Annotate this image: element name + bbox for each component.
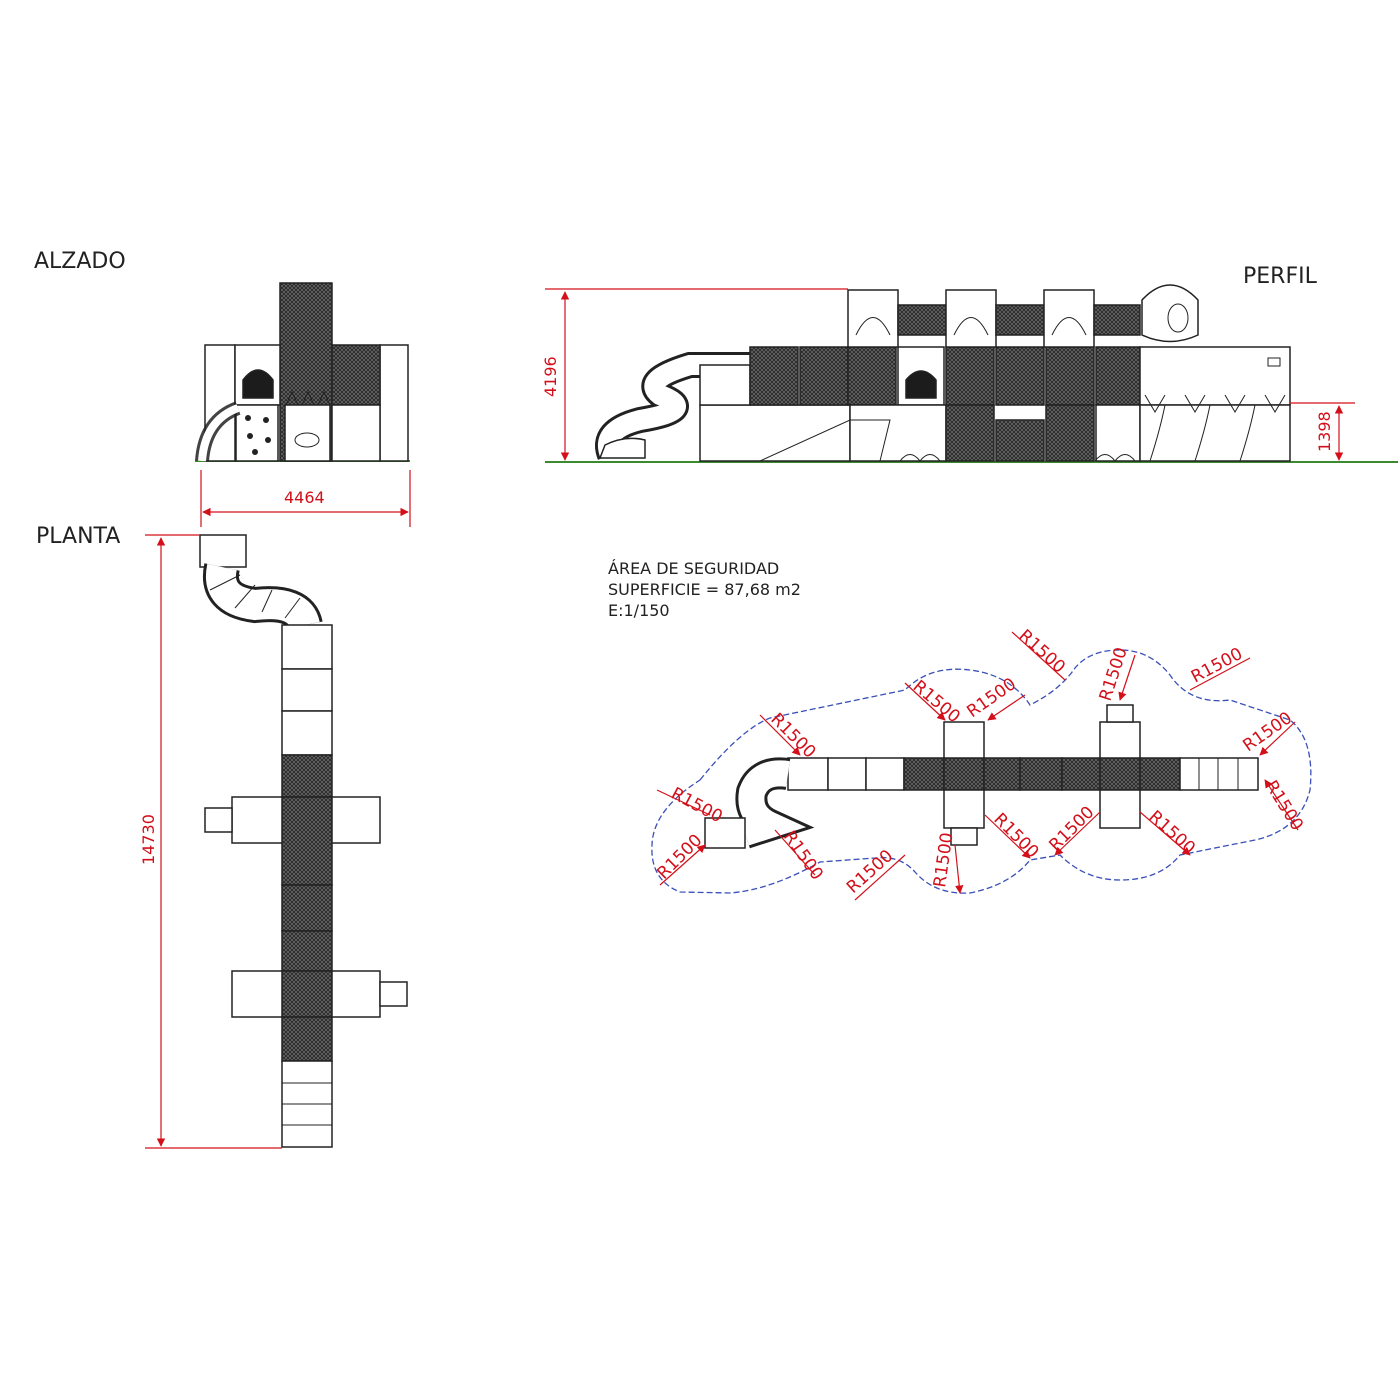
perfil-platform-dimension: 1398 bbox=[1290, 402, 1355, 461]
alzado-drawing bbox=[195, 282, 410, 462]
radius-label: R1500 bbox=[779, 827, 827, 884]
radius-label: R1500 bbox=[930, 831, 957, 888]
perfil-drawing bbox=[545, 284, 1398, 463]
radius-label: R1500 bbox=[1239, 708, 1296, 756]
radius-label: R1500 bbox=[1188, 644, 1246, 688]
radius-label: R1500 bbox=[1145, 807, 1199, 859]
alzado-width-label: 4464 bbox=[284, 488, 325, 507]
radius-label: R1500 bbox=[766, 709, 819, 762]
radius-label: R1500 bbox=[843, 846, 897, 898]
radius-label: R1500 bbox=[989, 809, 1042, 862]
radius-label: R1500 bbox=[963, 674, 1020, 722]
planta-title: PLANTA bbox=[36, 524, 120, 549]
planta-length-label: 14730 bbox=[139, 814, 158, 865]
safety-area-note: ÁREA DE SEGURIDAD SUPERFICIE = 87,68 m2 … bbox=[608, 559, 801, 620]
radius-label: R1500 bbox=[1096, 645, 1132, 704]
radius-label: R1500 bbox=[1261, 777, 1307, 834]
perfil-platform-label: 1398 bbox=[1315, 411, 1334, 452]
radius-label: R1500 bbox=[1015, 626, 1069, 678]
perfil-title: PERFIL bbox=[1243, 264, 1318, 289]
radius-label: R1500 bbox=[653, 830, 706, 883]
safety-area-plan bbox=[651, 649, 1312, 894]
perfil-height-label: 4196 bbox=[541, 356, 560, 397]
alzado-width-dimension: 4464 bbox=[200, 470, 411, 527]
perfil-height-dimension: 4196 bbox=[541, 288, 848, 461]
planta-length-dimension: 14730 bbox=[139, 534, 282, 1149]
safety-area-title: ÁREA DE SEGURIDAD bbox=[608, 559, 779, 578]
radius-label: R1500 bbox=[909, 677, 964, 728]
safety-area-surface: SUPERFICIE = 87,68 m2 bbox=[608, 580, 801, 599]
alzado-title: ALZADO bbox=[34, 249, 126, 274]
safety-area-scale: E:1/150 bbox=[608, 601, 670, 620]
radius-label: R1500 bbox=[1045, 802, 1098, 855]
planta-drawing bbox=[199, 534, 408, 1148]
radius-label: R1500 bbox=[668, 784, 726, 828]
